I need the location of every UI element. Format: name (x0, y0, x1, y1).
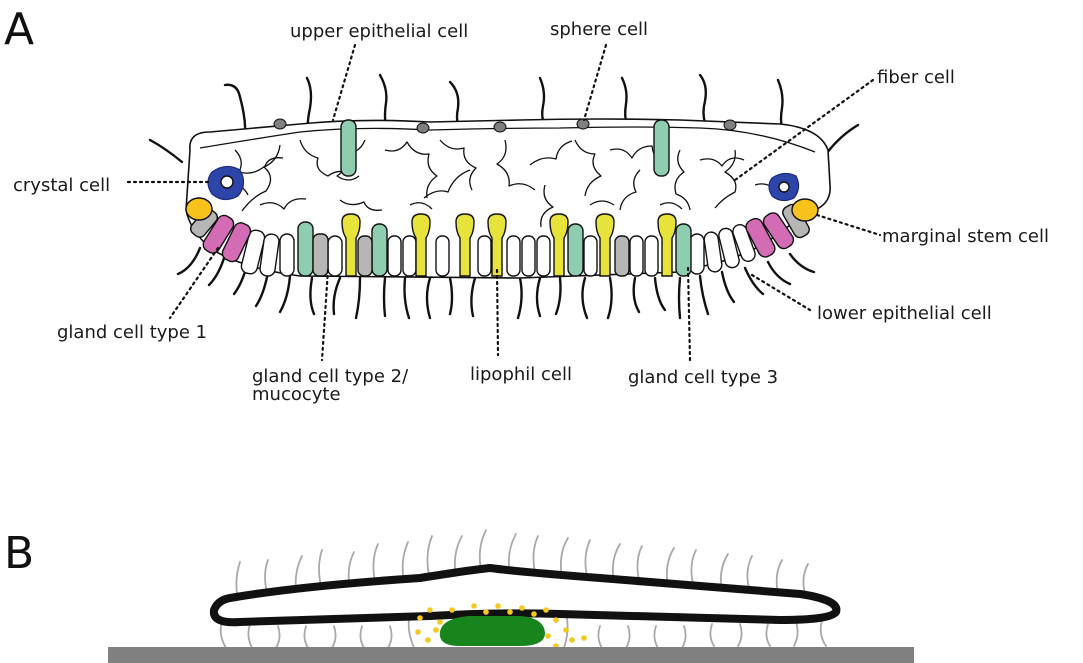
label-fiber-cell: fiber cell (877, 67, 955, 88)
label-gland-cell-type-3: gland cell type 3 (628, 367, 778, 388)
label-lipophil-cell: lipophil cell (470, 364, 572, 385)
panel-a-letter: A (4, 4, 34, 55)
upper-green-cell-2 (654, 120, 669, 176)
upper-green-cell-1 (341, 120, 356, 176)
label-sphere-cell: sphere cell (550, 19, 648, 40)
label-marginal-stem-cell: marginal stem cell (882, 226, 1049, 247)
panel-b-body-outline (214, 568, 836, 622)
label-gland-cell-type-2-line2: mucocyte (252, 384, 341, 405)
label-upper-epithelial-cell: upper epithelial cell (290, 21, 468, 42)
substrate (108, 647, 914, 663)
panel-b-food-mass (440, 616, 545, 646)
panel-a-cross-section: upper epithelial cell sphere cell fiber … (13, 19, 1049, 405)
label-crystal-cell: crystal cell (13, 175, 110, 196)
label-lower-epithelial-cell: lower epithelial cell (817, 303, 992, 324)
label-gland-cell-type-1: gland cell type 1 (57, 322, 207, 343)
panel-b-feeding-sketch (108, 530, 914, 663)
panel-b-letter: B (4, 528, 34, 579)
